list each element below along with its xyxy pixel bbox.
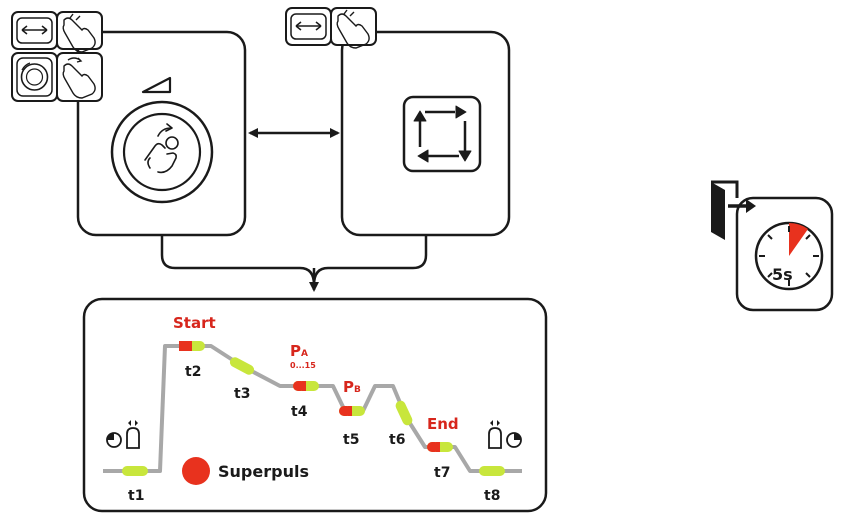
step-label-t1: t1 (128, 488, 144, 504)
exit-door-icon (711, 180, 756, 240)
marker-t6 (395, 400, 413, 426)
step-label-t4: t4 (291, 404, 308, 420)
pa-main-label: P (290, 342, 301, 360)
select-button-group[interactable] (11, 11, 103, 53)
cycle-arrows-icon (402, 95, 482, 173)
marker-t2 (179, 341, 205, 351)
rotary-push-knob-icon[interactable] (110, 100, 214, 204)
rotate-button-group[interactable] (11, 52, 103, 102)
step-label-t7: t7 (434, 465, 450, 481)
gas-postflow-icon (488, 420, 522, 449)
end-label: End (427, 415, 459, 433)
superpuls-dot (182, 457, 210, 485)
step-label-t5: t5 (343, 432, 359, 448)
rotary-knob-icon (16, 57, 53, 97)
hand-press-icon (336, 9, 370, 49)
step-label-t3: t3 (234, 386, 250, 402)
pb-sub-label: B (354, 385, 361, 395)
pa-range-label: 0...15 (290, 361, 316, 370)
step-label-t2: t2 (185, 364, 201, 380)
gas-preflow-icon (106, 420, 140, 449)
marker-t1 (122, 466, 148, 476)
panel-connector (160, 235, 428, 292)
step-markers (122, 341, 505, 476)
marker-t4 (293, 381, 319, 391)
step-label-t8: t8 (484, 488, 500, 504)
timer-label: 5s (772, 265, 793, 284)
pb-main-label: P (343, 378, 354, 396)
hand-rotate-icon (62, 57, 96, 99)
step-label-t6: t6 (389, 432, 405, 448)
marker-t7 (427, 442, 453, 452)
pa-label: PA (290, 342, 308, 360)
marker-t3 (229, 357, 255, 375)
exit-timer-group: 5s (711, 180, 834, 312)
marker-t8 (479, 466, 505, 476)
right-select-button-group[interactable] (285, 7, 377, 49)
hand-press-icon (62, 13, 96, 53)
horizontal-arrows-icon (16, 17, 53, 44)
start-label: Start (173, 314, 216, 332)
superpuls-label: Superpuls (218, 462, 309, 481)
horizontal-arrows-icon (290, 13, 327, 40)
pa-sub-label: A (301, 349, 308, 359)
pb-label: PB (343, 378, 361, 396)
stopwatch-icon (754, 221, 824, 291)
sequence-panel (82, 297, 548, 513)
marker-t5 (339, 406, 365, 416)
